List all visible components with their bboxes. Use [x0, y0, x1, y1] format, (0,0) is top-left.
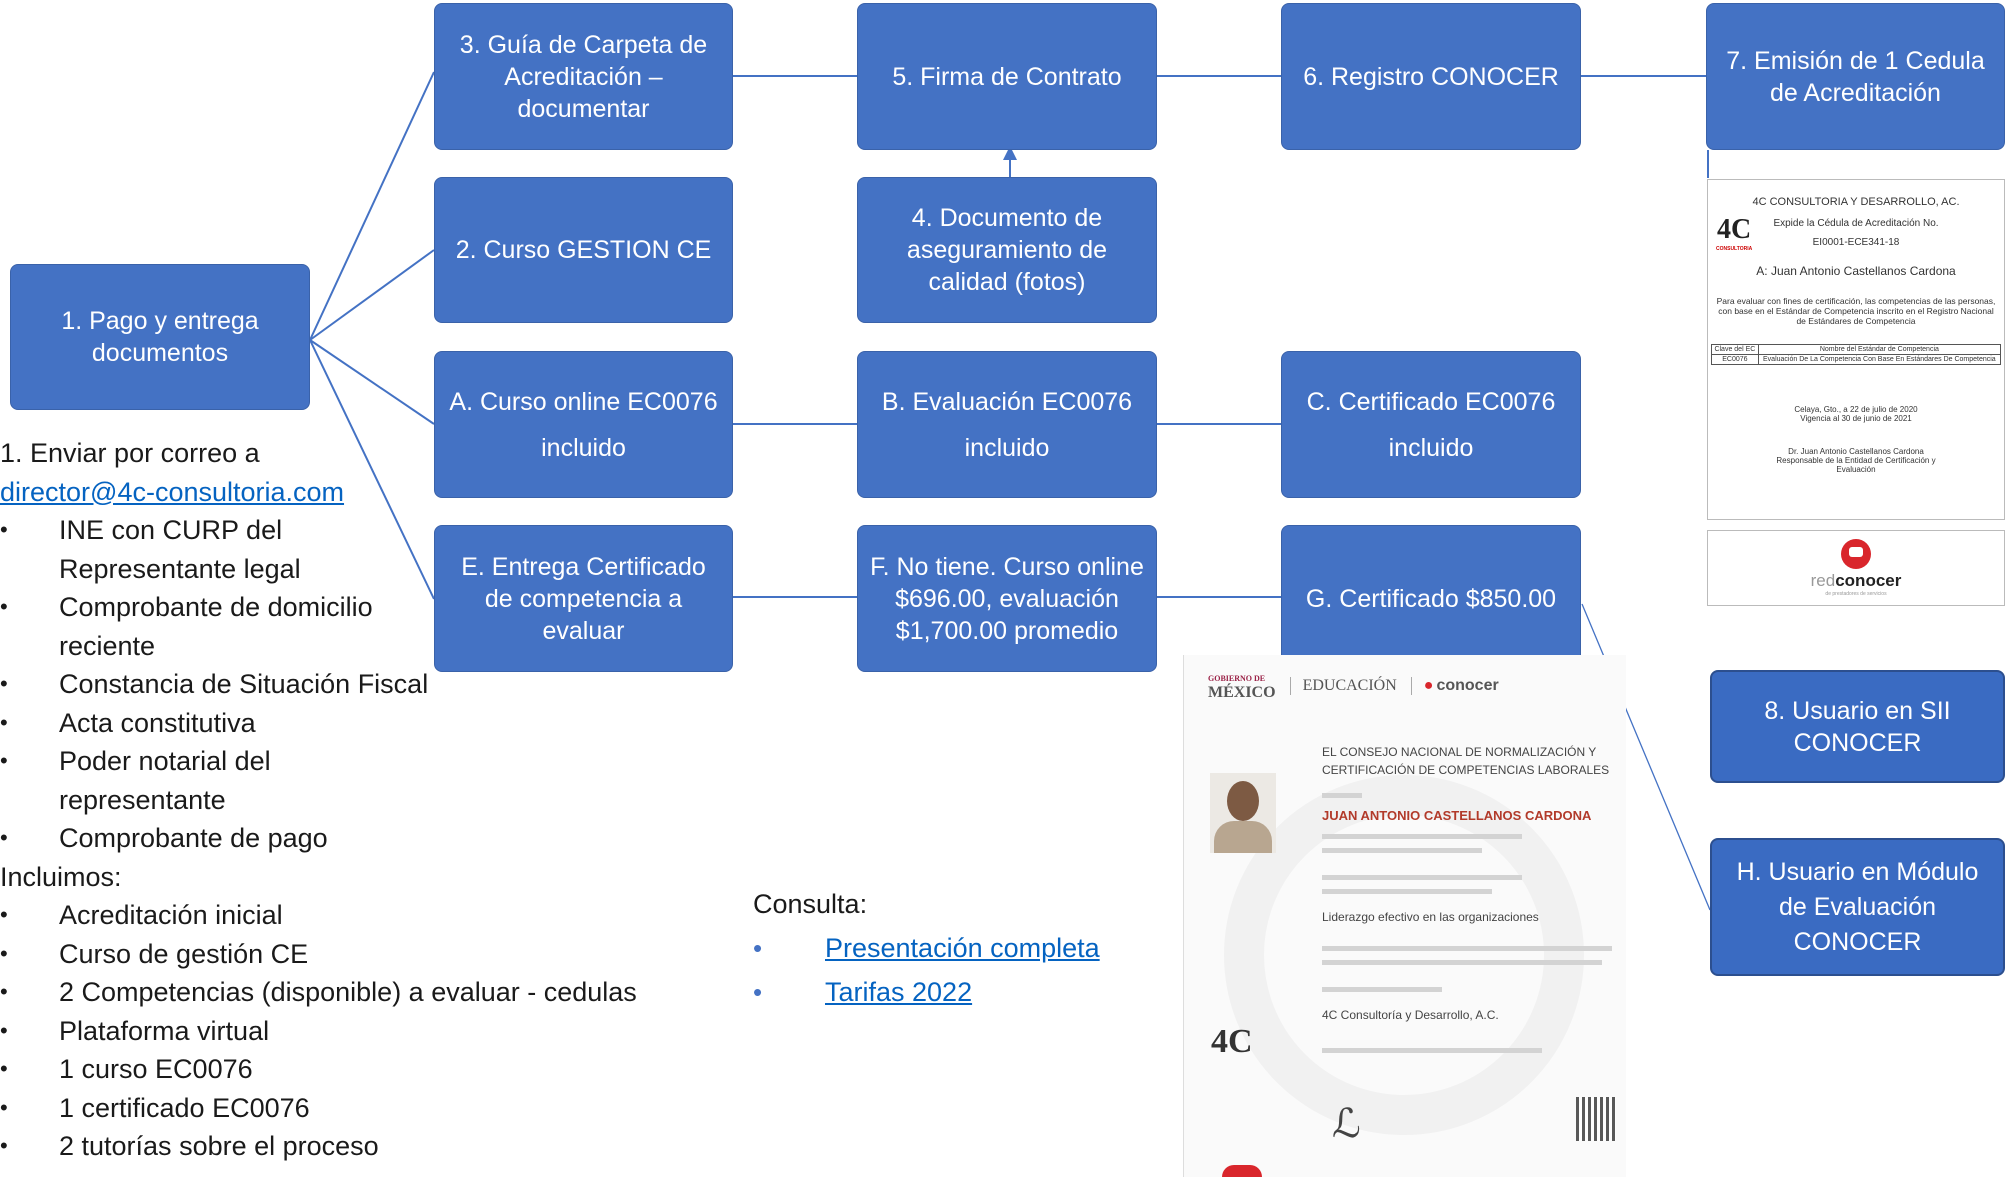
cedula-expide: Expide la Cédula de Acreditación No. — [1773, 218, 1939, 229]
presentation-link[interactable]: Presentación completa — [825, 933, 1100, 963]
qr-code-icon — [1576, 1097, 1616, 1141]
redconocer-logo: redconocer de prestadores de servicios — [1707, 530, 2005, 606]
consulta-section: Consulta: Presentación completa Tarifas … — [753, 882, 1100, 1014]
cedula-recipient: A: Juan Antonio Castellanos Cardona — [1756, 264, 1956, 278]
tariffs-link-item: Tarifas 2022 — [753, 970, 1100, 1014]
signature-icon: ℒ — [1332, 1101, 1361, 1146]
cedula-th1: Clave del EC — [1711, 344, 1759, 355]
include-item: 2 Competencias (disponible) a evaluar - … — [0, 973, 720, 1012]
step-B-title: B. Evaluación EC0076 — [881, 387, 1133, 416]
doc-item-cont: Representante legal — [59, 553, 301, 584]
include-item: Plataforma virtual — [0, 1012, 720, 1051]
step-8-box: 8. Usuario en SII CONOCER — [1710, 670, 2005, 783]
conocer-mark-icon — [1841, 539, 1871, 569]
step-B-box: B. Evaluación EC0076 incluido — [857, 351, 1157, 498]
step-A-title: A. Curso online EC0076 — [449, 387, 718, 416]
doc-item: Constancia de Situación Fiscal — [0, 665, 720, 704]
step-B-status: incluido — [964, 433, 1050, 462]
certificate-name: JUAN ANTONIO CASTELLANOS CARDONA — [1322, 808, 1592, 823]
conocer-logo: conocer — [1410, 677, 1499, 695]
step-5-box: 5. Firma de Contrato — [857, 3, 1157, 150]
certificate-entity: 4C Consultoría y Desarrollo, A.C. — [1322, 1008, 1499, 1022]
step-G-box: G. Certificado $850.00 — [1281, 525, 1581, 672]
include-item: Curso de gestión CE — [0, 935, 720, 974]
doc-item-cont: representante — [59, 784, 226, 815]
doc-item-cont: reciente — [59, 630, 156, 661]
redconocer-sub: de prestadores de servicios — [1825, 591, 1887, 597]
includes-label: Incluimos: — [0, 861, 122, 892]
doc-item: INE con CURP del — [0, 511, 720, 550]
cedula-text: Para evaluar con fines de certificación,… — [1716, 296, 1996, 326]
connector-1-A — [309, 339, 435, 425]
email-link[interactable]: director@4c-consultoria.com — [0, 476, 345, 507]
educacion-logo: EDUCACIÓN — [1289, 677, 1397, 695]
cedula-fecha: Celaya, Gto., a 22 de julio de 2020 — [1794, 405, 1918, 414]
step-A-status: incluido — [541, 433, 626, 462]
step-6-box: 6. Registro CONOCER — [1281, 3, 1581, 150]
connector-1-3 — [309, 71, 435, 341]
connector-1-2 — [309, 249, 435, 341]
cedula-th2: Nombre del Estándar de Competencia — [1757, 344, 2002, 355]
presentation-link-item: Presentación completa — [753, 926, 1100, 970]
doc-item: Comprobante de domicilio — [0, 588, 720, 627]
certificate-issuer: EL CONSEJO NACIONAL DE NORMALIZACIÓN Y C… — [1322, 745, 1610, 777]
cedula-td1: EC0076 — [1711, 354, 1759, 365]
step-C-box: C. Certificado EC0076 incluido — [1281, 351, 1581, 498]
cedula-org: 4C CONSULTORIA Y DESARROLLO, AC. — [1752, 196, 1960, 208]
tariffs-link[interactable]: Tarifas 2022 — [825, 977, 973, 1007]
step-F-box: F. No tiene. Curso online $696.00, evalu… — [857, 525, 1157, 672]
certificate-body: EL CONSEJO NACIONAL DE NORMALIZACIÓN Y C… — [1322, 743, 1622, 1062]
include-item: Acreditación inicial — [0, 896, 720, 935]
step-H-box: H. Usuario en Módulo de Evaluación CONOC… — [1710, 838, 2005, 976]
certificate-standard: Liderazgo efectivo en las organizaciones — [1322, 910, 1539, 924]
cedula-vigencia: Vigencia al 30 de junio de 2021 — [1800, 414, 1912, 423]
step-A-box: A. Curso online EC0076 incluido — [434, 351, 733, 498]
conocer-seal-icon — [1222, 1165, 1262, 1177]
cedula-firmante: Dr. Juan Antonio Castellanos Cardona — [1788, 447, 1924, 456]
step-1-box: 1. Pago y entrega documentos — [10, 264, 310, 410]
4c-logo-certificate: 4C — [1211, 1023, 1253, 1060]
doc-item: Comprobante de pago — [0, 819, 720, 858]
step-2-box: 2. Curso GESTION CE — [434, 177, 733, 323]
doc-item: Acta constitutiva — [0, 704, 720, 743]
include-item: 1 certificado EC0076 — [0, 1089, 720, 1128]
step-7-box: 7. Emisión de 1 Cedula de Acreditación — [1706, 3, 2005, 150]
send-email-step: 1. Enviar por correo a — [0, 438, 260, 468]
instructions-text: 1. Enviar por correo a director@4c-consu… — [0, 434, 720, 1166]
step-C-status: incluido — [1388, 433, 1474, 462]
include-item: 2 tutorías sobre el proceso — [0, 1127, 720, 1166]
cedula-numero: EI0001-ECE341-18 — [1812, 237, 1900, 248]
step-4-box: 4. Documento de aseguramiento de calidad… — [857, 177, 1157, 323]
cedula-cargo: Responsable de la Entidad de Certificaci… — [1776, 456, 1936, 474]
cedula-td2: Evaluación De La Competencia Con Base En… — [1757, 354, 2002, 365]
redconocer-wordmark: redconocer — [1810, 571, 1902, 590]
arrow-head — [1003, 146, 1017, 160]
person-photo — [1210, 773, 1276, 853]
step-C-title: C. Certificado EC0076 — [1306, 387, 1556, 416]
connector-1-E — [309, 339, 435, 600]
include-item: 1 curso EC0076 — [0, 1050, 720, 1089]
includes-list: Acreditación inicial Curso de gestión CE… — [0, 896, 720, 1166]
documents-list: INE con CURP del Representante legal Com… — [0, 511, 720, 858]
consulta-label: Consulta: — [753, 889, 868, 919]
step-3-box: 3. Guía de Carpeta de Acreditación – doc… — [434, 3, 733, 150]
doc-item: Poder notarial del — [0, 742, 720, 781]
